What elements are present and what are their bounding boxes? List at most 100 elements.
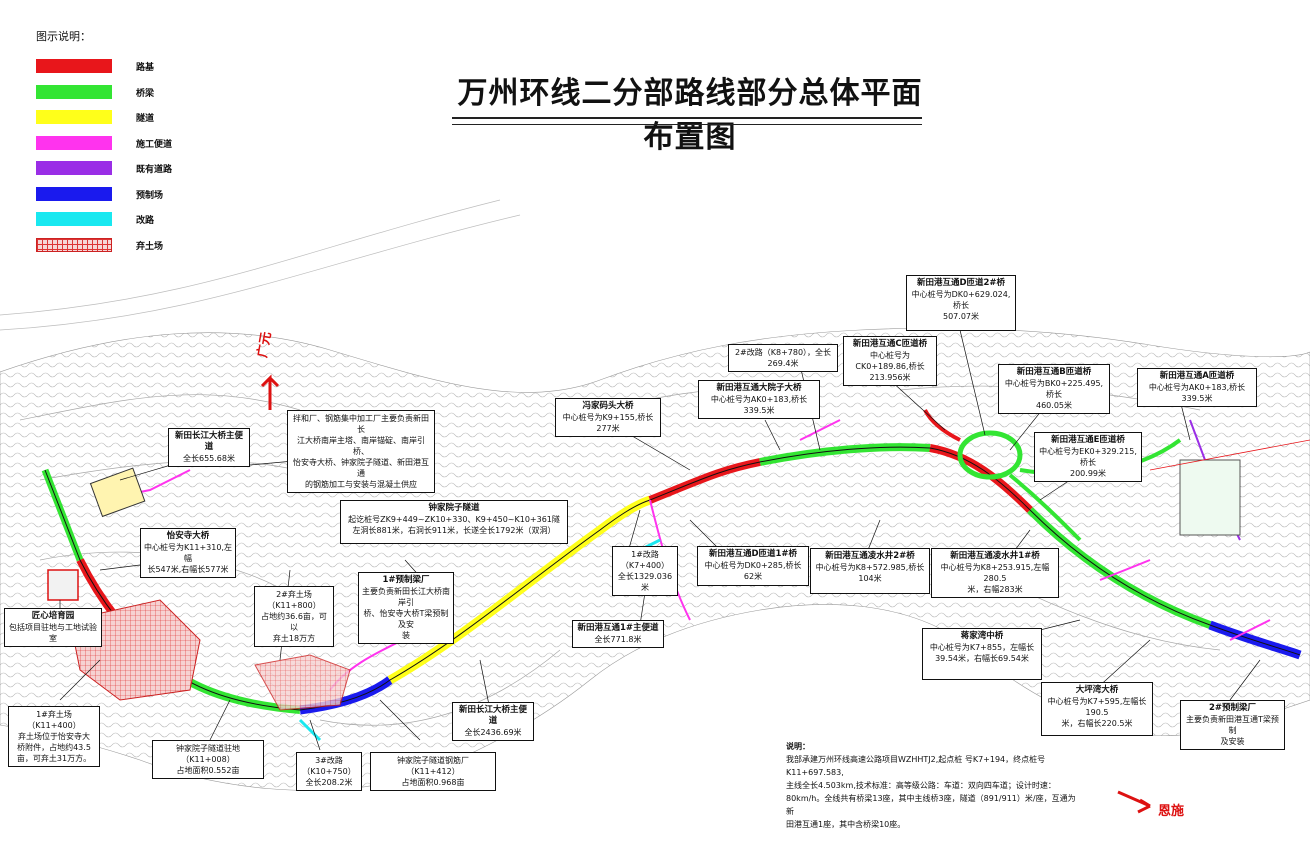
- callout-line: 占地面积0.968亩: [401, 778, 465, 787]
- map-title: 万州环线二分部路线部分总体平面布置图: [457, 76, 923, 155]
- callout-line: 全长655.68米: [183, 454, 235, 463]
- notes-heading: 说明：: [786, 742, 810, 751]
- callout-title: 匠心培育园: [31, 611, 75, 621]
- callout-line: 亩，可弃土31万方。: [16, 754, 92, 763]
- notes-line: 主线全长4.503km,技术标准：高等级公路：车道：双向四车道；设计时速：: [786, 781, 1056, 790]
- callout-line: 中心桩号为K11+310,左幅: [144, 543, 232, 563]
- callout-title: 新田港互通B匝道桥: [1016, 367, 1092, 377]
- legend-label: 路基: [136, 63, 155, 73]
- callout-line: 装: [402, 631, 410, 640]
- direction-east-label: 恩施: [1158, 804, 1185, 819]
- legend-label: 预制场: [136, 190, 164, 201]
- callout-line: 全长2436.69米: [464, 728, 522, 737]
- legend-label: 施工便道: [136, 139, 173, 150]
- callout-reroute-3: 3#改路（K10+750）全长208.2米: [296, 752, 362, 791]
- interchange-loop: [957, 430, 1023, 480]
- callout-line: 中心桩号为BK0+225.495,桥长: [1004, 379, 1104, 399]
- callout-line: 弃土18万方: [272, 634, 316, 643]
- site-interchange-yard: [1179, 459, 1241, 536]
- legend-label: 既有道路: [136, 165, 173, 175]
- callout-title: 钟家院子隧道: [428, 503, 480, 513]
- callout-line: 中心桩号为K8+253.915,左幅280.5: [940, 563, 1050, 583]
- callout-line: 1#弃土场（K11+400）: [27, 710, 81, 730]
- callout-title: 冯家码头大桥: [582, 401, 634, 411]
- legend-heading: 图示说明：: [36, 30, 91, 43]
- callout-lingshuijing-2: 新田港互通凌水井2#桥中心桩号为K8+572.985,桥长104米: [810, 548, 930, 594]
- callout-line: 中心桩号为K9+155,桥长277米: [562, 413, 654, 433]
- callout-interchange-access-1: 新田港互通1#主便道全长771.8米: [572, 620, 664, 648]
- callout-line: 中心桩号为K7+595,左幅长190.5: [1047, 697, 1147, 717]
- notes-line: 80km/h。全线共有桥梁13座，其中主线桥3座，隧道（891/911）米/座，…: [786, 794, 1076, 816]
- callout-title: 新田港互通E匝道桥: [1051, 435, 1125, 445]
- callout-line: 占地面积0.552亩: [176, 766, 240, 775]
- legend-swatch: [36, 84, 112, 99]
- spoil-area-1: [69, 599, 201, 701]
- callout-line: 2#改路（K8+780），全长269.4米: [734, 348, 832, 368]
- title-underline: [452, 117, 922, 119]
- callout-line: 江大桥南岸主塔、南岸锚碇、南岸引桥、: [297, 436, 425, 456]
- callout-title: 新田港互通C匝道桥: [852, 339, 928, 349]
- callout-line: 左洞长881米，右洞长911米，长遂全长1792米（双洞）: [352, 526, 556, 535]
- callout-line: 中心桩号为DK0+629.024,桥长: [911, 290, 1011, 310]
- callout-line: 3#改路（K10+750）: [302, 756, 356, 776]
- callout-line: 包括项目驻地与工地试验室: [9, 623, 97, 643]
- red-ray: [1149, 439, 1310, 471]
- callout-line: 中心桩号为K7+855，左幅长: [929, 643, 1035, 652]
- callout-title: 怡安寺大桥: [166, 531, 210, 541]
- main-alignment: [41, 443, 1302, 715]
- title-underline-thin: [452, 124, 922, 125]
- callout-line: 中心桩号为CK0+189.86,桥长: [855, 351, 925, 371]
- callout-jiangxin-park: 匠心培育园包括项目驻地与工地试验室: [4, 608, 102, 647]
- legend-swatch: [36, 59, 112, 73]
- callout-rebar-shed: 钟家院子隧道钢筋厂（K11+412） 占地面积0.968亩: [370, 752, 496, 791]
- callout-ramp-d1: 新田港互通D匝道1#桥中心桩号为DK0+285,桥长62米: [697, 546, 809, 586]
- callout-yiansi-bridge: 怡安寺大桥中心桩号为K11+310,左幅长547米,右幅长577米: [140, 528, 236, 578]
- callout-xintian-main-road: 新田长江大桥主便道全长2436.69米: [452, 702, 534, 741]
- callout-title: 2#预制梁厂: [1208, 703, 1257, 713]
- callout-line: 507.07米: [943, 312, 979, 321]
- legend-label: 桥梁: [136, 88, 155, 99]
- ramp-e-line: [1008, 473, 1082, 542]
- callout-zhongjia-tunnel: 钟家院子隧道起讫桩号ZK9+449~ZK10+330、K9+450~K10+36…: [340, 500, 568, 544]
- callout-title: 新田长江大桥主便道: [174, 431, 243, 452]
- legend-swatch: [36, 237, 112, 252]
- callout-line: 中心桩号为K8+572.985,桥长104米: [815, 563, 925, 583]
- callout-tunnel-camp: 钟家院子隧道驻地（K11+008）占地面积0.552亩: [152, 740, 264, 779]
- callout-ramp-a: 新田港互通A匝道桥中心桩号为AK0+183,桥长339.5米: [1137, 368, 1257, 407]
- ramp-c-line: [923, 409, 961, 442]
- callout-line: 全长771.8米: [594, 635, 642, 644]
- legend-swatch: [36, 110, 112, 124]
- callout-fengjia-bridge: 冯家码头大桥中心桩号为K9+155,桥长277米: [555, 398, 661, 437]
- site-plant: [89, 467, 146, 518]
- callout-line: 桥、怡安寺大桥T梁预制及安: [363, 609, 449, 629]
- callout-line: 钟家院子隧道钢筋厂（K11+412）: [397, 756, 469, 776]
- legend-label: 弃土场: [136, 241, 164, 252]
- callout-line: 米，右幅283米: [967, 585, 1023, 594]
- north-arrow-icon: [260, 374, 280, 410]
- callout-line: 1#改路（K7+400）: [620, 550, 670, 570]
- east-arrow-icon: [1117, 790, 1151, 814]
- callout-spoil-2: 2#弃土场（K11+800）占地约36.6亩，可以弃土18万方: [254, 586, 334, 647]
- legend-swatch: [36, 135, 112, 150]
- callout-line: 中心桩号为AK0+183,桥长339.5米: [1148, 383, 1246, 403]
- callout-dayuanzi-bridge: 新田港互通大院子大桥中心桩号为AK0+183,桥长339.5米: [698, 380, 820, 419]
- callout-line: 及安装: [1220, 737, 1245, 746]
- site-camp: [47, 569, 79, 601]
- callout-line: 的钢筋加工与安装与混凝土供应: [305, 480, 417, 489]
- callout-line: 全长1329.036米: [617, 572, 673, 592]
- callout-line: 2#弃土场（K11+800）: [267, 590, 321, 610]
- callout-line: 460.05米: [1036, 401, 1072, 410]
- callout-title: 新田港互通1#主便道: [577, 623, 659, 633]
- callout-reroute-2: 2#改路（K8+780），全长269.4米: [728, 344, 838, 372]
- callout-line: 39.54米，右幅长69.54米: [935, 654, 1029, 663]
- callout-title: 蒋家湾中桥: [960, 631, 1004, 641]
- legend-swatch: [36, 212, 112, 226]
- callout-ramp-b: 新田港互通B匝道桥中心桩号为BK0+225.495,桥长 460.05米: [998, 364, 1110, 414]
- callout-line: 占地约36.6亩，可以: [261, 612, 327, 632]
- legend-swatch: [36, 161, 112, 175]
